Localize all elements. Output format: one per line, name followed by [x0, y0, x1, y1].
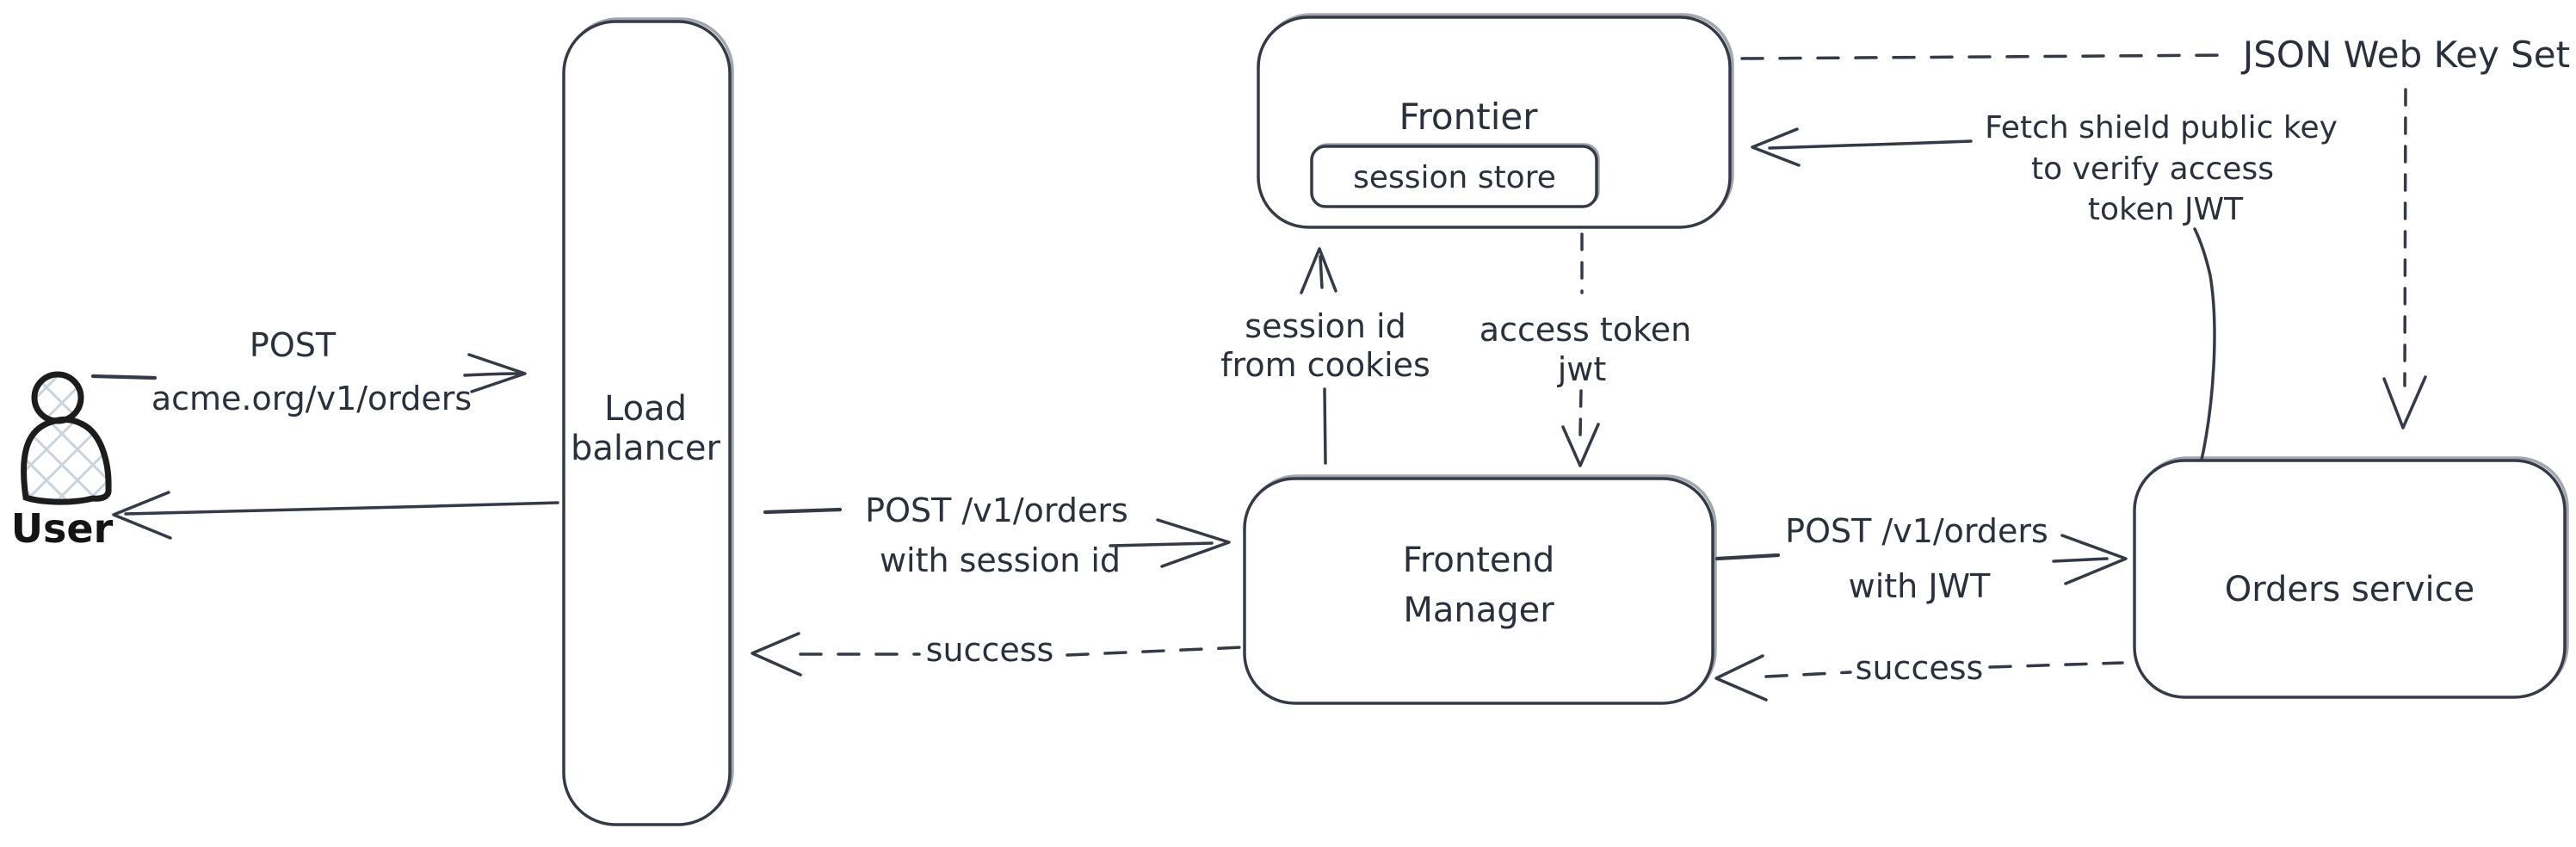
- frontend-manager-label-line2: Manager: [1403, 590, 1554, 630]
- user-body: [21, 417, 112, 505]
- edge-orders-to-frontier-curve: [2193, 227, 2216, 461]
- user-head: [31, 371, 84, 424]
- edge-orders-to-frontier-label-line2: to verify access: [2031, 151, 2274, 187]
- user-label: User: [11, 505, 114, 552]
- edge-lb-to-fm-request: POST /v1/orders with session id: [763, 492, 1231, 579]
- edge-lb-response-shaft: [124, 501, 559, 516]
- jwks-label: JSON Web Key Set: [2240, 34, 2570, 76]
- orders-service-box: [2133, 459, 2567, 699]
- session-store-label: session store: [1353, 160, 1556, 195]
- edge-orders-to-fm-success-dash-right: [1988, 661, 2124, 669]
- edge-lb-response: [112, 491, 559, 540]
- edge-fm-to-orders-request: POST /v1/orders with JWT: [1714, 512, 2128, 605]
- edge-lb-to-fm-label-line1: POST /v1/orders: [865, 492, 1128, 529]
- edge-frontier-to-jwks: JSON Web Key Set: [1740, 34, 2570, 76]
- edge-fm-to-orders-arrowhead: [2060, 534, 2128, 585]
- edge-frontier-to-fm-token: access token jwt: [1480, 232, 1691, 467]
- edge-lb-to-fm-shaft: [1109, 541, 1214, 547]
- user-node: User: [11, 371, 114, 552]
- edge-orders-to-fm-success-arrowhead: [1714, 654, 1768, 702]
- edge-frontier-to-fm-arrowhead: [1561, 423, 1600, 467]
- edge-jwks-to-orders-dash: [2403, 88, 2407, 387]
- load-balancer-box: [562, 20, 732, 826]
- edge-lb-to-fm-stub: [763, 507, 843, 515]
- edge-fm-to-frontier-arrowhead: [1300, 247, 1337, 294]
- edge-fm-to-orders-shaft: [2052, 557, 2109, 563]
- frontend-manager-node: Frontend Manager: [1243, 474, 1717, 705]
- edge-user-request-label-line1: POST: [250, 326, 337, 364]
- orders-service-label: Orders service: [2225, 570, 2475, 609]
- edge-user-request-arrowhead: [467, 353, 527, 393]
- load-balancer-node: Load balancer: [562, 17, 734, 826]
- edge-frontier-to-fm-label-line2: jwt: [1557, 350, 1607, 388]
- edge-orders-to-fm-success: success: [1714, 649, 2124, 702]
- edge-orders-to-frontier-shaft: [1768, 139, 1973, 150]
- frontier-node: Frontier session store: [1257, 13, 1734, 229]
- edge-jwks-to-orders: [2382, 88, 2427, 430]
- edge-lb-to-fm-arrowhead: [1156, 518, 1231, 568]
- edge-fm-to-orders-label-line1: POST /v1/orders: [1785, 512, 2048, 550]
- orders-service-node: Orders service: [2133, 456, 2569, 699]
- edge-orders-to-frontier-label-line3: token JWT: [2088, 192, 2244, 227]
- edge-user-request-stub: [90, 374, 158, 380]
- edge-fm-to-lb-success: success: [751, 631, 1245, 677]
- edge-fm-to-frontier-session: session id from cookies: [1220, 247, 1430, 465]
- edge-frontier-to-jwks-dash: [1740, 53, 2229, 60]
- edge-orders-to-fm-success-dash-left: [1764, 671, 1852, 678]
- edge-orders-to-fm-success-label: success: [1856, 649, 1984, 687]
- edge-orders-to-frontier-arrowhead: [1751, 127, 1801, 167]
- edge-fm-to-frontier-label-line1: session id: [1245, 307, 1405, 345]
- edge-frontier-to-fm-dash-lower: [1578, 389, 1583, 437]
- edge-jwks-to-orders-arrowhead: [2382, 375, 2427, 430]
- edge-orders-to-frontier-label-line1: Fetch shield public key: [1985, 110, 2338, 145]
- frontend-manager-box: [1243, 477, 1714, 705]
- edge-fm-to-lb-success-arrowhead: [751, 632, 802, 677]
- edge-user-request: POST acme.org/v1/orders: [90, 326, 527, 417]
- edge-lb-response-arrowhead: [112, 491, 172, 540]
- edge-fm-to-frontier-label-line2: from cookies: [1220, 346, 1430, 384]
- edge-fm-to-orders-stub: [1714, 553, 1781, 561]
- load-balancer-label-line2: balancer: [571, 429, 720, 468]
- edge-frontier-to-fm-label-line1: access token: [1480, 311, 1691, 349]
- frontend-manager-label-line1: Frontend: [1403, 541, 1555, 580]
- edge-fm-to-lb-success-label: success: [926, 631, 1054, 669]
- session-store-box: [1310, 145, 1598, 208]
- edge-user-request-shaft: [463, 372, 523, 377]
- edge-fm-to-frontier-shaft-upper: [1319, 255, 1324, 289]
- edge-orders-to-frontier-fetch: Fetch shield public key to verify access…: [1751, 110, 2338, 461]
- edge-lb-to-fm-label-line2: with session id: [880, 541, 1121, 579]
- edge-fm-to-orders-label-line2: with JWT: [1849, 567, 1991, 605]
- frontier-label: Frontier: [1399, 96, 1538, 138]
- edge-fm-to-lb-success-dash-right: [1066, 646, 1245, 657]
- edge-user-request-label-line2: acme.org/v1/orders: [151, 380, 472, 417]
- load-balancer-label-line1: Load: [604, 389, 687, 429]
